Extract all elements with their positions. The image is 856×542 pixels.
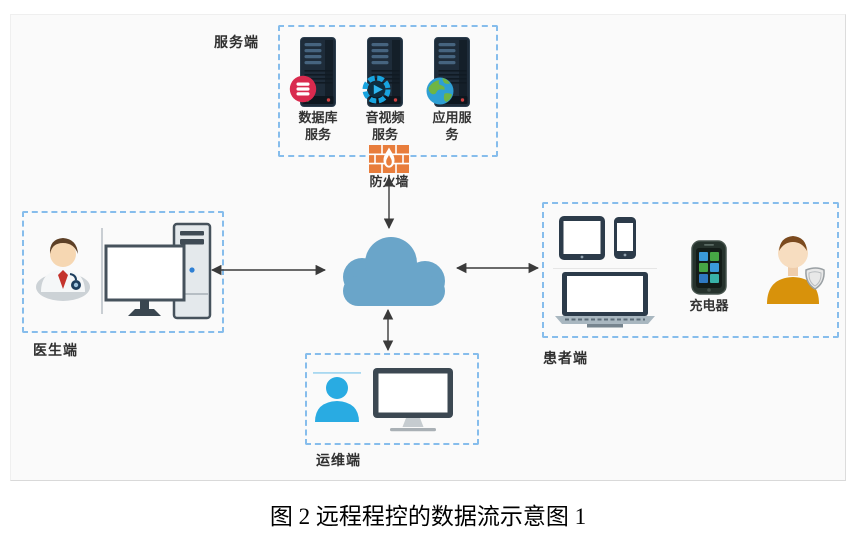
- firewall-icon: [369, 145, 409, 173]
- figure-caption: 图 2 远程程控的数据流示意图 1: [269, 504, 587, 529]
- patient-group-label: 患者端: [543, 350, 588, 366]
- ops-group-label: 运维端: [316, 452, 361, 468]
- ops-monitor-icon: [373, 368, 453, 432]
- ops-person-icon: [313, 372, 361, 422]
- patient-avatar: [767, 236, 825, 304]
- database-icon: [289, 75, 317, 103]
- ops-group-box: [305, 353, 479, 445]
- charger-label: 充电器: [689, 298, 729, 313]
- application-service-label: 应用服 务: [432, 110, 472, 142]
- doctor-group-label: 医生端: [33, 342, 78, 358]
- cloud-icon: [343, 237, 445, 306]
- desktop-computer-icon: [101, 222, 212, 320]
- doctor-avatar: [36, 238, 90, 301]
- server-group-label: 服务端: [214, 34, 259, 50]
- globe-icon: [426, 77, 454, 105]
- database-service-label: 数据库 服务: [298, 110, 338, 142]
- patient-devices-icon: [553, 216, 657, 328]
- firewall-label: 防火墙: [369, 174, 409, 189]
- charger-device-icon: [691, 240, 727, 295]
- audio-video-service-label: 音视频 服务: [365, 110, 405, 142]
- patient-group-box: [542, 202, 839, 338]
- audio-video-icon: [362, 75, 391, 104]
